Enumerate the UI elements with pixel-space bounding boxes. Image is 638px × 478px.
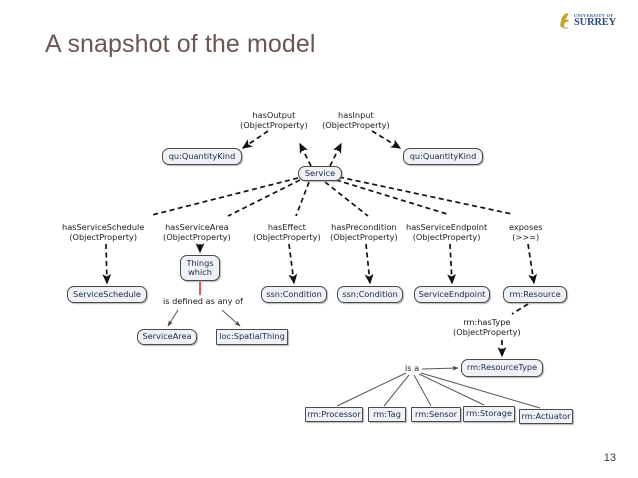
annotation-is-defined-as-any-of-line1: is defined as: [163, 296, 215, 306]
university-surrey-logo: UNIVERSITY OF SURREY: [558, 8, 630, 34]
edge-service-hasServiceSchedule: [151, 177, 299, 216]
node-qu-quantitykind-left[interactable]: qu:QuantityKind: [162, 148, 242, 165]
edge-label-rmhastype-line2: (ObjectProperty): [453, 326, 521, 337]
edge-resource-hasType: [511, 303, 529, 315]
edge-thingswhich-servicearea: [167, 309, 179, 327]
node-rm-sensor[interactable]: rm:Sensor: [411, 407, 461, 422]
logo-wordmark: UNIVERSITY OF SURREY: [574, 12, 616, 29]
edge-service-hasPrecondition: [324, 181, 369, 217]
edge-label-rmhastype-line1: rm:hasType: [463, 317, 511, 327]
surrey-crest-icon: [560, 13, 569, 29]
edge-label-haseffect-line2: (ObjectProperty): [253, 231, 321, 242]
edge-label-hasservicearea-line1: hasServiceArea: [165, 222, 229, 232]
edge-service-hasServiceEndpoint: [335, 179, 448, 215]
edge-tag-isa: [383, 374, 410, 407]
edge-label-hasoutput: hasOutput (ObjectProperty): [240, 110, 308, 131]
edge-hasServiceSchedule-target: [102, 243, 112, 285]
edge-label-hasoutput-line1: hasOutput: [252, 110, 296, 120]
edge-label-haseffect-line1: hasEffect: [267, 222, 306, 232]
edge-label-hasserviceendpoint-line1: hasServiceEndpoint: [406, 222, 488, 232]
node-rm-actuator[interactable]: rm:Actuator: [519, 409, 573, 424]
node-servicearea[interactable]: ServiceArea: [137, 329, 197, 345]
node-ssn-condition-precondition[interactable]: ssn:Condition: [337, 286, 403, 303]
edge-label-hasserviceendpoint-line2: (ObjectProperty): [412, 231, 481, 242]
diagram-edges: [102, 130, 541, 409]
edge-hasEffect-target: [288, 243, 298, 285]
node-ssn-condition-effect[interactable]: ssn:Condition: [261, 286, 327, 303]
edge-label-hasservicearea: hasServiceArea (ObjectProperty): [163, 222, 231, 243]
edge-sensor-isa: [413, 374, 432, 407]
edge-label-hasserviceschedule-line2: (ObjectProperty): [69, 231, 138, 242]
edge-label-exposes-line2: (>>=): [512, 231, 540, 242]
edge-hasOutput-b: [241, 130, 269, 149]
edge-hasPrecondition-target: [364, 243, 374, 285]
edge-label-exposes: exposes (>>=): [509, 222, 543, 243]
annotation-is-a: is a: [405, 363, 420, 373]
node-serviceschedule[interactable]: ServiceSchedule: [67, 286, 147, 303]
node-rm-tag[interactable]: rm:Tag: [368, 407, 406, 422]
node-service[interactable]: Service: [298, 166, 342, 181]
edge-exposes-target: [527, 243, 538, 285]
ontology-diagram: qu:QuantityKind Service qu:QuantityKind …: [0, 98, 638, 446]
edge-label-hasserviceschedule: hasServiceSchedule (ObjectProperty): [62, 222, 145, 243]
edge-label-hasprecondition-line2: (ObjectProperty): [330, 231, 398, 242]
edge-hasInput-a: [329, 142, 342, 167]
annotation-is-defined-as-any-of-line2: any of: [217, 296, 243, 306]
node-things-which[interactable]: Things which: [180, 255, 220, 281]
node-rm-storage[interactable]: rm:Storage: [463, 406, 515, 422]
edge-service-hasEffect: [295, 181, 310, 217]
edge-storage-isa: [418, 373, 485, 406]
annotation-is-defined-as-any-of: is defined as any of: [163, 296, 243, 307]
edge-hasServiceEndpoint-target: [447, 243, 456, 285]
edge-label-hasprecondition-line1: hasPrecondition: [331, 222, 397, 232]
logo-line-1: UNIVERSITY OF: [574, 12, 614, 18]
edge-hasInput-b: [371, 130, 402, 149]
edge-label-hasinput: hasInput (ObjectProperty): [322, 110, 390, 131]
edge-label-hasoutput-line2: (ObjectProperty): [240, 119, 308, 130]
edge-label-hasinput-line1: hasInput: [338, 110, 374, 120]
page-number: 13: [603, 452, 616, 464]
node-rm-processor[interactable]: rm:Processor: [305, 407, 363, 422]
edge-label-hasserviceendpoint: hasServiceEndpoint (ObjectProperty): [406, 222, 488, 243]
edge-actuator-isa: [420, 372, 541, 409]
edge-label-hasserviceschedule-line1: hasServiceSchedule: [62, 222, 145, 232]
edge-label-exposes-line1: exposes: [509, 222, 543, 232]
edge-label-haseffect: hasEffect (ObjectProperty): [253, 222, 321, 243]
edge-label-rmhastype: rm:hasType (ObjectProperty): [453, 317, 521, 338]
node-rm-resource[interactable]: rm:Resource: [503, 286, 567, 303]
edge-hasOutput-a: [299, 142, 312, 167]
edge-label-hasservicearea-line2: (ObjectProperty): [163, 231, 231, 242]
node-qu-quantitykind-right[interactable]: qu:QuantityKind: [403, 148, 483, 165]
edge-thingswhich-spatialthing: [221, 309, 241, 327]
logo-line-2: SURREY: [574, 16, 616, 28]
edge-label-hasinput-line2: (ObjectProperty): [322, 119, 390, 130]
edge-processor-isa: [336, 372, 407, 407]
edge-service-hasServiceArea: [227, 179, 301, 217]
edge-isa-resourcetype: [421, 365, 459, 371]
node-rm-resourcetype[interactable]: rm:ResourceType: [461, 359, 543, 377]
edge-label-hasprecondition: hasPrecondition (ObjectProperty): [330, 222, 398, 243]
page-title: A snapshot of the model: [45, 30, 316, 58]
node-serviceendpoint[interactable]: ServiceEndpoint: [414, 286, 490, 303]
node-loc-spatialthing[interactable]: loc:SpatialThing: [216, 329, 288, 345]
edge-service-exposes: [338, 176, 513, 215]
